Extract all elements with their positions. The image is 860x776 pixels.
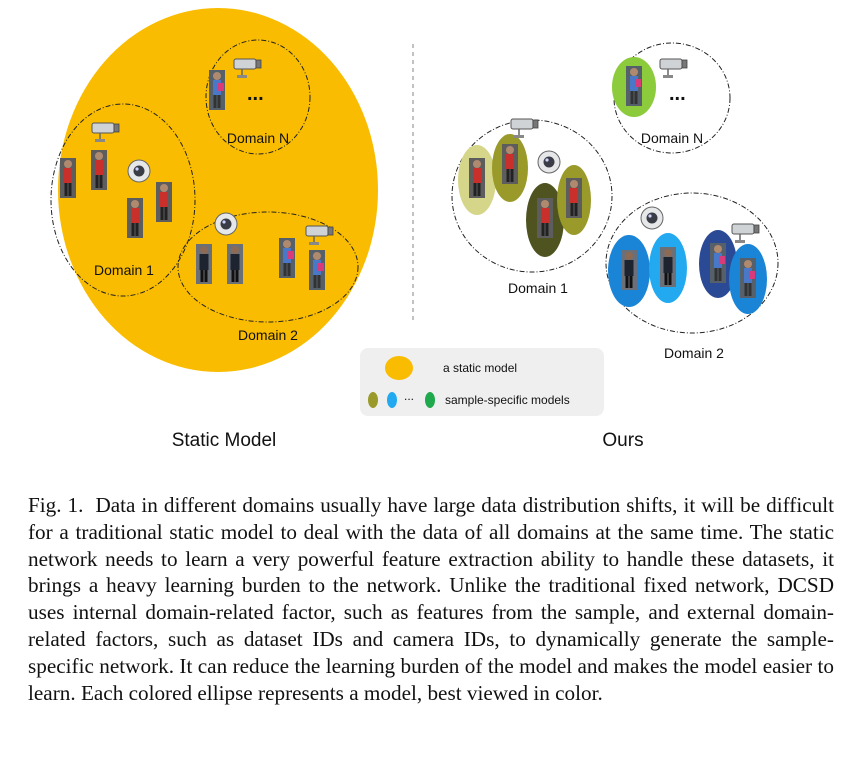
person-image xyxy=(469,158,485,198)
figure: ... Domain N Domain 1 Domain 2 ... Domai… xyxy=(50,8,779,451)
person-image xyxy=(740,258,756,298)
person-image xyxy=(537,198,553,238)
left-panel-title: Static Model xyxy=(172,430,277,451)
figure-caption: Fig. 1.Data in different domains usually… xyxy=(28,492,834,706)
figure-label: Fig. 1. xyxy=(28,493,84,517)
person-image xyxy=(626,66,642,106)
left-domain-n-boundary xyxy=(205,39,311,155)
right-domain-n-ellipsis: ... xyxy=(669,83,686,105)
person-image xyxy=(91,150,107,190)
person-image xyxy=(227,244,243,284)
legend-box xyxy=(360,348,604,416)
right-domain-1-label: Domain 1 xyxy=(508,280,568,296)
left-domain-1-boundary xyxy=(50,103,196,297)
static-model-ellipse xyxy=(58,8,378,372)
legend-swatch-green xyxy=(425,392,435,408)
right-domain-2-boundary xyxy=(605,192,779,334)
legend-ellipsis: ... xyxy=(404,389,414,403)
legend-static-label: a static model xyxy=(443,361,517,375)
right-domain-n-label: Domain N xyxy=(641,130,703,146)
camera-icon xyxy=(659,58,688,79)
person-image xyxy=(60,158,76,198)
person-image xyxy=(196,244,212,284)
dome-camera-icon xyxy=(640,206,664,230)
right-panel-title: Ours xyxy=(602,430,643,451)
figure-svg: ... Domain N Domain 1 Domain 2 ... Domai… xyxy=(50,8,779,451)
dome-camera-icon xyxy=(127,159,151,183)
dome-camera-icon xyxy=(214,212,238,236)
caption-text: Data in different domains usually have l… xyxy=(28,493,834,705)
camera-icon xyxy=(510,118,539,139)
person-image xyxy=(621,250,637,290)
person-image xyxy=(309,250,325,290)
legend-static-swatch xyxy=(385,356,413,380)
right-domain-2-label: Domain 2 xyxy=(664,345,724,361)
person-image xyxy=(710,243,726,283)
left-domain-n-label: Domain N xyxy=(227,130,289,146)
person-image xyxy=(502,144,518,184)
person-image xyxy=(566,178,582,218)
legend-swatch-olive xyxy=(368,392,378,408)
dome-camera-icon xyxy=(537,150,561,174)
camera-icon xyxy=(731,223,760,244)
left-domain-2-boundary xyxy=(177,211,359,323)
legend-swatch-sky xyxy=(387,392,397,408)
person-image xyxy=(127,198,143,238)
left-domain-2-label: Domain 2 xyxy=(238,327,298,343)
person-image xyxy=(660,247,676,287)
left-domain-1-label: Domain 1 xyxy=(94,262,154,278)
left-domain-n-ellipsis: ... xyxy=(247,83,264,105)
person-image xyxy=(209,70,225,110)
legend-specific-label: sample-specific models xyxy=(445,393,570,407)
person-image xyxy=(279,238,295,278)
person-image xyxy=(156,182,172,222)
